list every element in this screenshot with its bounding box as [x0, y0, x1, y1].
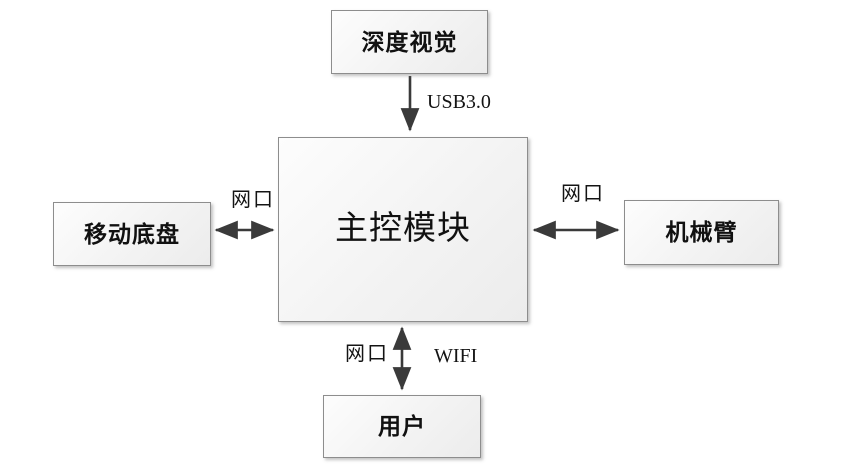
node-user[interactable]: 用户 — [323, 395, 481, 458]
edge-label-usb3: USB3.0 — [427, 91, 491, 113]
node-mobile-chassis-label: 移动底盘 — [84, 221, 180, 247]
node-user-label: 用户 — [378, 414, 426, 439]
node-depth-vision-label: 深度视觉 — [361, 29, 458, 55]
edge-label-network-port-right: 网口 — [561, 183, 605, 205]
edge-label-wifi: WIFI — [434, 345, 478, 367]
node-mobile-chassis[interactable]: 移动底盘 — [53, 202, 211, 266]
node-main-control-label: 主控模块 — [335, 211, 471, 247]
edge-label-network-port-left: 网口 — [231, 189, 275, 211]
node-robot-arm[interactable]: 机械臂 — [624, 200, 779, 265]
node-robot-arm-label: 机械臂 — [665, 220, 738, 245]
node-main-control[interactable]: 主控模块 — [278, 137, 528, 322]
node-depth-vision[interactable]: 深度视觉 — [331, 10, 488, 74]
edge-label-network-port-bottom: 网口 — [345, 343, 389, 365]
